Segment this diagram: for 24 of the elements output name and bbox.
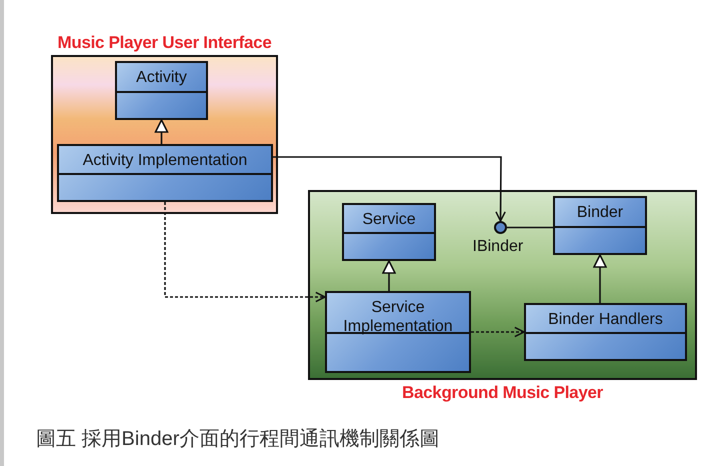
class-name: Activity xyxy=(135,68,188,88)
class-box xyxy=(524,303,687,361)
arrow xyxy=(273,156,506,222)
class-name: Service xyxy=(361,210,417,230)
class-name: Activity Implementation xyxy=(82,151,248,171)
class-box xyxy=(57,144,273,202)
package-title: Music Player User Interface xyxy=(58,33,272,53)
class-box xyxy=(553,196,647,255)
arrow xyxy=(164,202,326,302)
class-name: Binder xyxy=(576,203,624,223)
inheritance-arrow xyxy=(382,260,396,291)
figure-caption: 圖五 採用Binder介面的行程間通訊機制關係圖 xyxy=(36,427,440,452)
class-box xyxy=(325,291,471,373)
inheritance-arrow xyxy=(154,119,168,144)
inheritance-arrow xyxy=(593,254,607,303)
class-name: Binder Handlers xyxy=(547,310,664,330)
connector-line xyxy=(507,226,553,228)
class-box xyxy=(115,61,208,120)
package-title: Background Music Player xyxy=(402,383,603,403)
arrow xyxy=(471,326,525,338)
class-box xyxy=(342,203,436,261)
class-name: Service Implementation xyxy=(342,298,454,334)
interface-circle xyxy=(494,221,507,234)
interface-label: IBinder xyxy=(472,238,524,256)
